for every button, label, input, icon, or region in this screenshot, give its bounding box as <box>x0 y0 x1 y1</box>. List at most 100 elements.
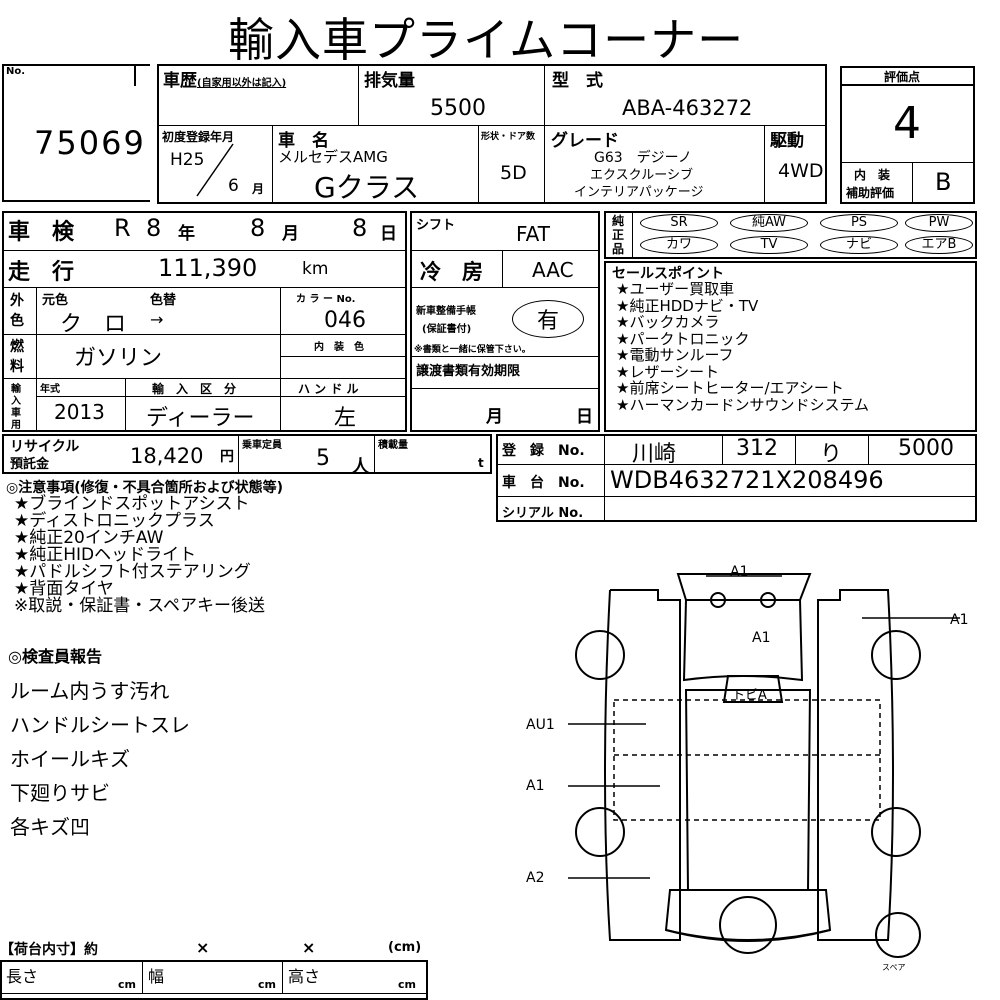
capacity-label: 乗車定員 <box>242 440 282 451</box>
no-box <box>2 64 150 202</box>
import-class-label: 輸 入 区 分 <box>152 382 237 396</box>
sales-point-item: ★電動サンルーフ <box>616 346 734 364</box>
damage-mark-left-door: A1 <box>526 778 545 794</box>
registration-label: 登 録 No. <box>502 443 585 459</box>
cargo-height-unit: cm <box>398 978 416 991</box>
color-code-value: 046 <box>324 308 366 333</box>
ac-value: AAC <box>532 258 574 282</box>
note-item: ★ブラインドスポットアシスト <box>14 494 250 514</box>
no-label: No. <box>6 66 26 77</box>
genuine-ps: PS <box>820 214 898 232</box>
registration-number: 5000 <box>898 436 954 461</box>
capacity-unit: 人 <box>352 457 369 477</box>
registration-box <box>496 434 977 522</box>
inspector-item: 下廻りサビ <box>10 781 110 805</box>
note-item: ★純正HIDヘッドライト <box>14 545 197 565</box>
displacement-value: 5500 <box>430 96 486 121</box>
fuel-label1: 燃 <box>10 339 24 355</box>
inspection-label: 車 検 <box>8 220 75 245</box>
orig-color-label: 元色 <box>42 293 69 308</box>
rating-value: 4 <box>893 98 921 149</box>
change-color-label: 色替 <box>150 293 177 308</box>
inspector-list: ルーム内うす汚れ ハンドルシートスレ ホイールキズ 下廻りサビ 各キズ凹 <box>10 674 190 844</box>
inspection-month: 8 <box>250 214 266 242</box>
grade-line2: エクスクルーシブ <box>590 168 693 183</box>
recycle-unit: 円 <box>220 449 234 465</box>
inspector-label: ◎検査員報告 <box>8 647 102 666</box>
import-label2: 入 <box>11 396 21 407</box>
warranty-note: ※書類と一緒に保管下さい。 <box>414 345 531 355</box>
cargo-length-label: 長さ <box>6 967 39 986</box>
warranty-label1: 新車整備手帳 <box>416 306 476 317</box>
registration-class: 312 <box>736 436 778 461</box>
registration-kana: り <box>820 442 843 467</box>
registration-place: 川崎 <box>632 442 677 467</box>
genuine-label1: 純 <box>612 214 625 228</box>
import-year-label: 年式 <box>40 384 60 395</box>
car-name: Gクラス <box>314 171 420 204</box>
fuel-label2: 料 <box>10 359 24 375</box>
import-label3: 車 <box>11 408 21 419</box>
grade-line3: インテリアパッケージ <box>574 185 704 200</box>
note-item: ★純正20インチAW <box>14 528 164 548</box>
damage-mark-right-door: A1 <box>950 612 969 628</box>
orig-color-value: ク ロ <box>60 312 127 337</box>
warranty-label2: (保証書付) <box>422 324 472 335</box>
cargo-width-label: 幅 <box>148 967 165 986</box>
genuine-airbag: エアB <box>905 236 973 254</box>
genuine-sr: SR <box>640 214 718 232</box>
change-color-value: → <box>150 310 164 329</box>
body-label: 形状・ドア数 <box>481 132 536 142</box>
cargo-height-label: 高さ <box>288 967 321 986</box>
sales-point-item: ★レザーシート <box>616 362 720 381</box>
mileage-label: 走 行 <box>8 260 75 285</box>
cargo-x2: × <box>302 938 316 957</box>
warranty-value: 有 <box>512 300 584 338</box>
chassis-label: 車 台 No. <box>502 475 585 491</box>
genuine-navi: ナビ <box>820 236 898 254</box>
handle-value: 左 <box>334 406 357 431</box>
damage-mark-hood-tobi: トビA <box>732 688 767 703</box>
cargo-width-unit: cm <box>258 978 276 991</box>
drive-label: 駆動 <box>770 131 804 151</box>
note-item: ※取説・保証書・スペアキー後送 <box>14 596 266 616</box>
genuine-leather: カワ <box>640 236 718 254</box>
car-name-label: 車 名 <box>278 131 329 151</box>
sales-points-box <box>604 261 977 432</box>
sales-point-item: ★純正HDDナビ・TV <box>616 296 759 315</box>
sales-point-item: ★ユーザー買取車 <box>616 280 735 298</box>
note-item: ★パドルシフト付ステアリング <box>14 562 251 582</box>
sales-point-item: ★パークトロニック <box>616 329 750 348</box>
ac-label: 冷 房 <box>420 260 483 284</box>
serial-label: シリアル No. <box>502 506 584 521</box>
damage-mark-hood: A1 <box>752 630 771 646</box>
load-label: 積載量 <box>378 440 408 451</box>
first-reg-year: H25 <box>170 150 205 170</box>
cargo-unit: (cm) <box>388 940 422 955</box>
transfer-day-unit: 日 <box>576 407 593 427</box>
grade-line1: G63 デジーノ <box>594 150 692 166</box>
inspection-era: R <box>114 214 131 242</box>
recycle-row <box>2 434 492 474</box>
note-item: ★ディストロニックプラス <box>14 511 215 531</box>
genuine-aw: 純AW <box>730 214 808 232</box>
ext-color-label1: 外 <box>10 293 24 309</box>
notes-list: ★ブラインドスポットアシスト ★ディストロニックプラス ★純正20インチAW ★… <box>14 496 265 615</box>
no-value: 75069 <box>34 124 146 162</box>
load-unit: t <box>478 456 484 470</box>
damage-mark-roof: A1 <box>730 564 749 580</box>
shift-label: シフト <box>416 218 456 233</box>
interior-rating-value: B <box>935 168 952 196</box>
body-value: 5D <box>500 162 527 184</box>
first-reg-month-unit: 月 <box>252 182 265 196</box>
page-title: 輸入車プライムコーナー <box>228 13 745 67</box>
import-label1: 輸 <box>11 384 21 395</box>
header-grid <box>157 64 827 204</box>
transfer-label: 譲渡書類有効期限 <box>416 364 521 379</box>
sales-points-list: ★ユーザー買取車 ★純正HDDナビ・TV ★バックカメラ ★パークトロニック ★… <box>616 281 869 413</box>
fuel-value: ガソリン <box>74 346 163 371</box>
interior-color-label: 内 装 色 <box>314 342 364 353</box>
sales-point-item: ★前席シートヒーター/エアシート <box>616 379 844 397</box>
sales-points-label: セールスポイント <box>612 266 724 282</box>
model-type-label: 型 式 <box>552 71 603 91</box>
